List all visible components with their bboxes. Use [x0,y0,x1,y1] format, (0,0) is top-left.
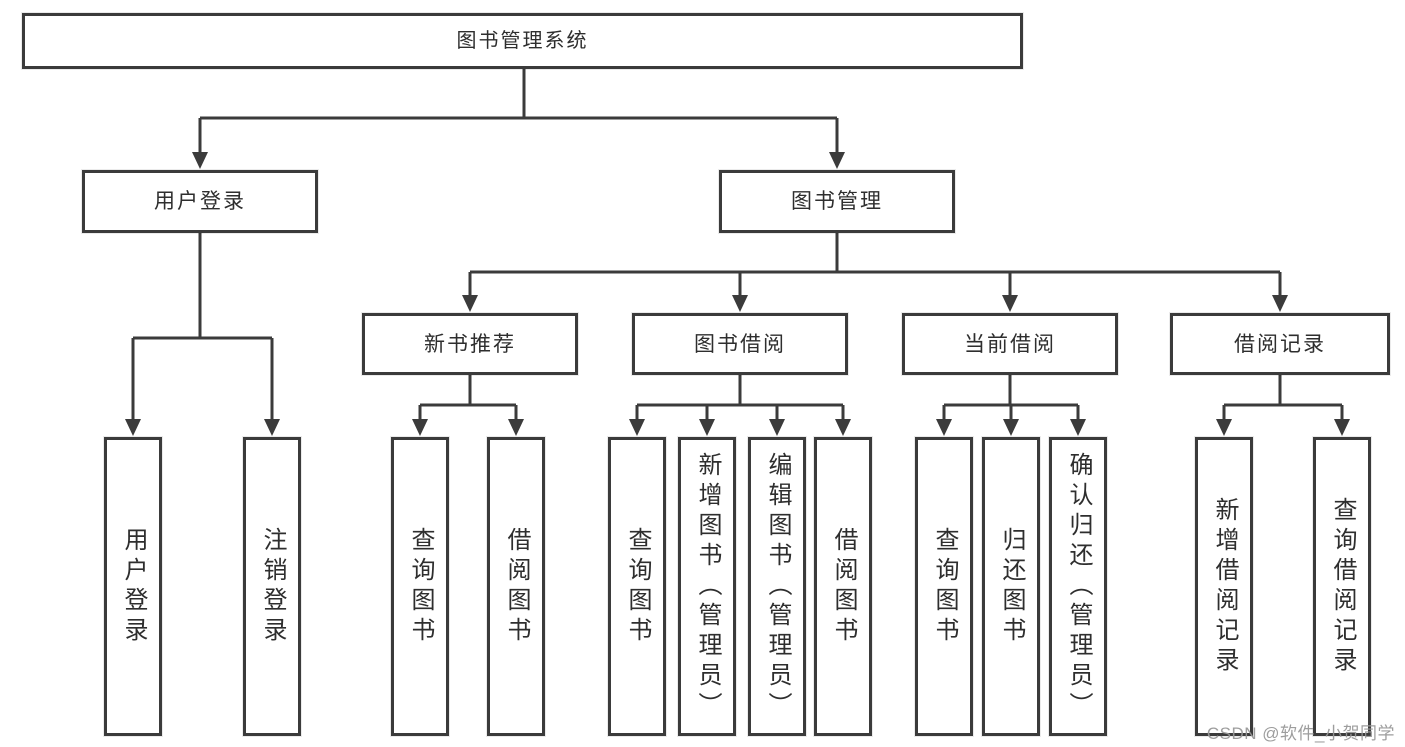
leaf-logout: 注销登录 [243,437,301,736]
node-label: 新书推荐 [424,332,516,356]
node-label: 当前借阅 [964,332,1056,356]
node-label: 归还图书 [998,526,1025,647]
leaf-confirm-return-admin: 确认归还（管理员） [1049,437,1107,736]
connector-line [131,233,274,420]
leaf-query-books-borrow: 查询图书 [608,437,666,736]
connector-line [942,375,1080,420]
node-label: 查询借阅记录 [1329,496,1356,677]
arrowhead-icon [192,152,845,169]
node-label: 查询图书 [931,526,958,647]
arrowhead-icon [412,419,524,436]
arrowhead-icon [462,295,1288,312]
node-label: 注销登录 [259,526,286,647]
node-label: 借阅图书 [830,526,857,647]
arrowhead-icon [125,419,280,436]
node-label: 图书借阅 [694,332,786,356]
node-label: 新增图书（管理员） [694,451,721,722]
arrowhead-icon [936,419,1086,436]
leaf-user-login: 用户登录 [104,437,162,736]
leaf-return-book: 归还图书 [982,437,1040,736]
connector-line [1222,375,1344,420]
node-book-borrow: 图书借阅 [632,313,848,375]
leaf-add-borrow-record: 新增借阅记录 [1195,437,1253,736]
leaf-add-book-admin: 新增图书（管理员） [678,437,736,736]
leaf-query-borrow-record: 查询借阅记录 [1313,437,1371,736]
node-root: 图书管理系统 [22,13,1023,69]
connector-line [635,375,845,420]
node-new-book-recommend: 新书推荐 [362,313,578,375]
node-label: 查询图书 [624,526,651,647]
node-label: 新增借阅记录 [1211,496,1238,677]
node-current-borrow: 当前借阅 [902,313,1118,375]
connector-line [198,69,839,153]
node-label: 确认归还（管理员） [1065,451,1092,722]
leaf-query-books-recommend: 查询图书 [391,437,449,736]
node-label: 借阅记录 [1234,332,1326,356]
connector-line [468,233,1282,296]
node-label: 查询图书 [407,526,434,647]
leaf-query-books-current: 查询图书 [915,437,973,736]
node-label: 图书管理系统 [456,30,589,52]
arrowhead-icon [629,419,851,436]
node-label: 图书管理 [791,190,883,213]
node-book-management: 图书管理 [719,170,955,233]
node-label: 借阅图书 [503,526,530,647]
leaf-borrow-books-recommend: 借阅图书 [487,437,545,736]
node-label: 用户登录 [154,190,246,213]
connector-line [418,375,518,420]
node-label: 用户登录 [120,526,147,647]
node-label: 编辑图书（管理员） [764,451,791,722]
node-borrow-records: 借阅记录 [1170,313,1390,375]
arrowhead-icon [1216,419,1350,436]
leaf-edit-book-admin: 编辑图书（管理员） [748,437,806,736]
leaf-borrow-books: 借阅图书 [814,437,872,736]
node-user-login: 用户登录 [82,170,318,233]
